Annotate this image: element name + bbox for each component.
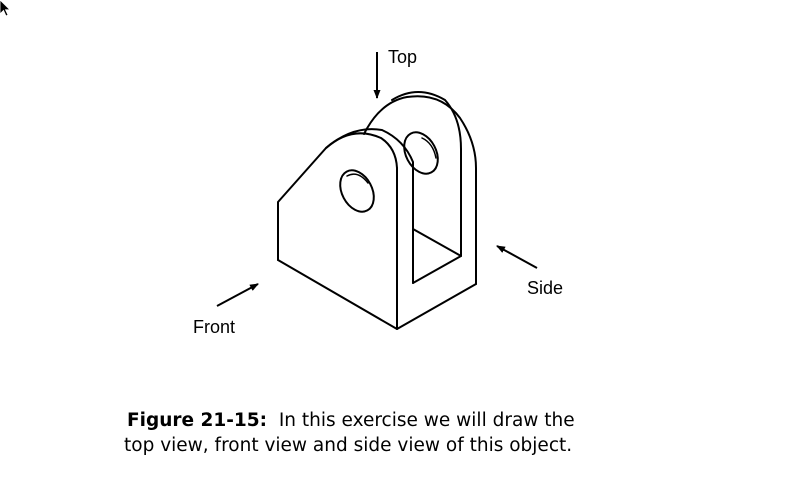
front-hole	[339, 169, 375, 213]
front-label: Front	[193, 317, 236, 337]
back-hole	[403, 131, 439, 175]
figure-number: Figure 21-15:	[127, 410, 268, 431]
side-arrow	[496, 245, 538, 269]
top-label: Top	[388, 47, 418, 67]
back-hole-depth	[421, 137, 437, 159]
front-upright-thickness	[325, 128, 414, 284]
caption-line-2: top view, front view and side view of th…	[124, 435, 573, 456]
base-outline	[277, 259, 477, 330]
slot-outline	[412, 228, 462, 284]
back-upright-thickness	[391, 91, 462, 257]
side-label: Side	[527, 278, 564, 298]
front-arrow	[216, 283, 259, 307]
mouse-pointer-icon	[0, 0, 11, 17]
front-hole-depth	[346, 173, 369, 184]
front-upright-face	[277, 132, 398, 261]
caption-text-1: In this exercise we will draw the	[278, 410, 575, 431]
back-upright-outline	[363, 95, 477, 285]
figure-caption: Figure 21-15: In this exercise we will d…	[124, 408, 575, 458]
caption-line-1: Figure 21-15: In this exercise we will d…	[124, 408, 575, 433]
